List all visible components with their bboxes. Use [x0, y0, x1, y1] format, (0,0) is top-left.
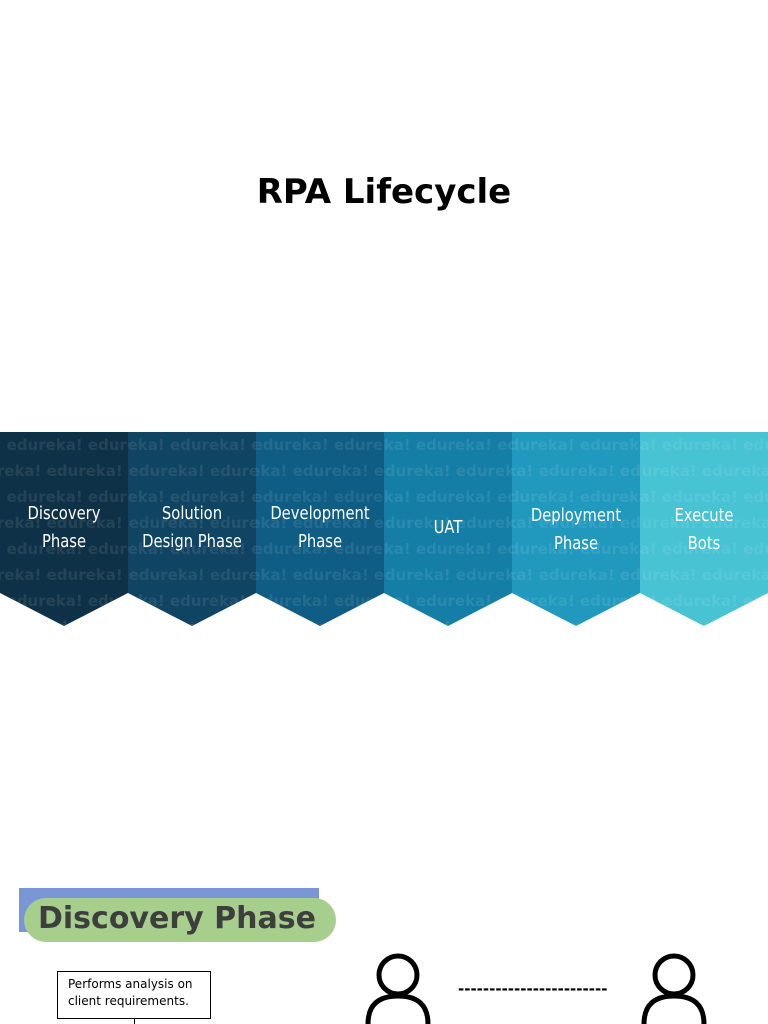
- watermark-row: edureka! edureka! edureka! edureka! edur…: [384, 614, 512, 626]
- watermark-row: edureka! edureka! edureka! edureka! edur…: [256, 488, 384, 506]
- phase-chevron: edureka! edureka! edureka! edureka! edur…: [384, 432, 512, 626]
- watermark-row: edureka! edureka! edureka! edureka! edur…: [128, 592, 256, 610]
- watermark-row: edureka! edureka! edureka! edureka! edur…: [0, 436, 128, 454]
- phase-label-line2: Phase: [553, 533, 599, 554]
- watermark: edureka! edureka! edureka! edureka! edur…: [512, 432, 640, 626]
- watermark-row: edureka! edureka! edureka! edureka! edur…: [128, 488, 256, 506]
- watermark-row: edureka! edureka! edureka! edureka! edur…: [512, 462, 640, 480]
- watermark-row: edureka! edureka! edureka! edureka! edur…: [384, 462, 512, 480]
- watermark-row: edureka! edureka! edureka! edureka! edur…: [640, 488, 768, 506]
- watermark-row: edureka! edureka! edureka! edureka! edur…: [640, 436, 768, 454]
- watermark-row: edureka! edureka! edureka! edureka! edur…: [256, 462, 384, 480]
- phase-chevron: edureka! edureka! edureka! edureka! edur…: [512, 432, 640, 626]
- watermark-row: edureka! edureka! edureka! edureka! edur…: [384, 566, 512, 584]
- watermark-row: edureka! edureka! edureka! edureka! edur…: [0, 514, 128, 532]
- watermark-row: edureka! edureka! edureka! edureka! edur…: [128, 514, 256, 532]
- watermark-row: edureka! edureka! edureka! edureka! edur…: [640, 540, 768, 558]
- phase-label: Deployment Phase: [524, 502, 629, 558]
- watermark-row: edureka! edureka! edureka! edureka! edur…: [256, 540, 384, 558]
- phase-chevron: edureka! edureka! edureka! edureka! edur…: [128, 432, 256, 626]
- watermark-row: edureka! edureka! edureka! edureka! edur…: [128, 540, 256, 558]
- watermark-row: edureka! edureka! edureka! edureka! edur…: [512, 540, 640, 558]
- note-line2: client requirements.: [68, 994, 189, 1008]
- section-heading-pill: [24, 898, 336, 942]
- watermark-row: edureka! edureka! edureka! edureka! edur…: [128, 436, 256, 454]
- watermark-row: edureka! edureka! edureka! edureka! edur…: [128, 614, 256, 626]
- phase-label-line1: UAT: [433, 517, 463, 538]
- phase-chevron: edureka! edureka! edureka! edureka! edur…: [0, 432, 128, 626]
- person-icon: [365, 953, 431, 1024]
- watermark-row: edureka! edureka! edureka! edureka! edur…: [384, 514, 512, 532]
- watermark-row: edureka! edureka! edureka! edureka! edur…: [512, 592, 640, 610]
- watermark-row: edureka! edureka! edureka! edureka! edur…: [384, 436, 512, 454]
- watermark-row: edureka! edureka! edureka! edureka! edur…: [0, 566, 128, 584]
- watermark-row: edureka! edureka! edureka! edureka! edur…: [640, 614, 768, 626]
- watermark-row: edureka! edureka! edureka! edureka! edur…: [640, 462, 768, 480]
- watermark-row: edureka! edureka! edureka! edureka! edur…: [384, 540, 512, 558]
- analysis-note: Performs analysis on client requirements…: [57, 971, 211, 1019]
- watermark-row: edureka! edureka! edureka! edureka! edur…: [0, 592, 128, 610]
- page-title: RPA Lifecycle: [256, 172, 512, 212]
- watermark-row: edureka! edureka! edureka! edureka! edur…: [384, 592, 512, 610]
- watermark-row: edureka! edureka! edureka! edureka! edur…: [128, 566, 256, 584]
- watermark-row: edureka! edureka! edureka! edureka! edur…: [512, 436, 640, 454]
- watermark-row: edureka! edureka! edureka! edureka! edur…: [384, 488, 512, 506]
- watermark-row: edureka! edureka! edureka! edureka! edur…: [512, 614, 640, 626]
- watermark: edureka! edureka! edureka! edureka! edur…: [384, 432, 512, 626]
- phase-label: Execute Bots: [652, 502, 757, 558]
- phase-label-line1: Discovery: [27, 503, 101, 524]
- phase-label: UAT: [396, 514, 501, 542]
- watermark-row: edureka! edureka! edureka! edureka! edur…: [640, 592, 768, 610]
- watermark-row: edureka! edureka! edureka! edureka! edur…: [0, 614, 128, 626]
- phase-label: Development Phase: [268, 500, 373, 556]
- phase-label-line1: Deployment: [530, 505, 622, 526]
- watermark: edureka! edureka! edureka! edureka! edur…: [256, 432, 384, 626]
- watermark-row: edureka! edureka! edureka! edureka! edur…: [256, 566, 384, 584]
- phase-chevron: edureka! edureka! edureka! edureka! edur…: [640, 432, 768, 626]
- watermark-row: edureka! edureka! edureka! edureka! edur…: [256, 436, 384, 454]
- watermark: edureka! edureka! edureka! edureka! edur…: [640, 432, 768, 626]
- person-icon: [641, 953, 707, 1024]
- phase-label-line2: Bots: [687, 533, 721, 554]
- watermark-row: edureka! edureka! edureka! edureka! edur…: [512, 566, 640, 584]
- phase-chevron: edureka! edureka! edureka! edureka! edur…: [256, 432, 384, 626]
- watermark-row: edureka! edureka! edureka! edureka! edur…: [640, 566, 768, 584]
- watermark-row: edureka! edureka! edureka! edureka! edur…: [128, 462, 256, 480]
- phase-label-line2: Design Phase: [142, 531, 242, 552]
- phase-label-line1: Execute: [674, 505, 734, 526]
- phase-label: Discovery Phase: [12, 500, 117, 556]
- phase-label-line2: Phase: [297, 531, 343, 552]
- note-connector: [134, 1019, 135, 1024]
- section-heading: Discovery Phase: [38, 901, 316, 936]
- phase-label-line1: Solution: [161, 503, 223, 524]
- watermark-row: edureka! edureka! edureka! edureka! edur…: [0, 488, 128, 506]
- phase-label: Solution Design Phase: [140, 500, 245, 556]
- watermark-row: edureka! edureka! edureka! edureka! edur…: [256, 614, 384, 626]
- note-line1: Performs analysis on: [68, 977, 193, 991]
- watermark-row: edureka! edureka! edureka! edureka! edur…: [512, 514, 640, 532]
- phase-label-line1: Development: [270, 503, 370, 524]
- lifecycle-band: edureka! edureka! edureka! edureka! edur…: [0, 432, 768, 628]
- watermark-row: edureka! edureka! edureka! edureka! edur…: [640, 514, 768, 532]
- watermark-row: edureka! edureka! edureka! edureka! edur…: [256, 514, 384, 532]
- connector-dashes: ------------------------: [458, 980, 608, 998]
- watermark: edureka! edureka! edureka! edureka! edur…: [128, 432, 256, 626]
- watermark: edureka! edureka! edureka! edureka! edur…: [0, 432, 128, 626]
- watermark-row: edureka! edureka! edureka! edureka! edur…: [0, 462, 128, 480]
- watermark-row: edureka! edureka! edureka! edureka! edur…: [256, 592, 384, 610]
- watermark-row: edureka! edureka! edureka! edureka! edur…: [0, 540, 128, 558]
- phase-label-line2: Phase: [41, 531, 87, 552]
- watermark-row: edureka! edureka! edureka! edureka! edur…: [512, 488, 640, 506]
